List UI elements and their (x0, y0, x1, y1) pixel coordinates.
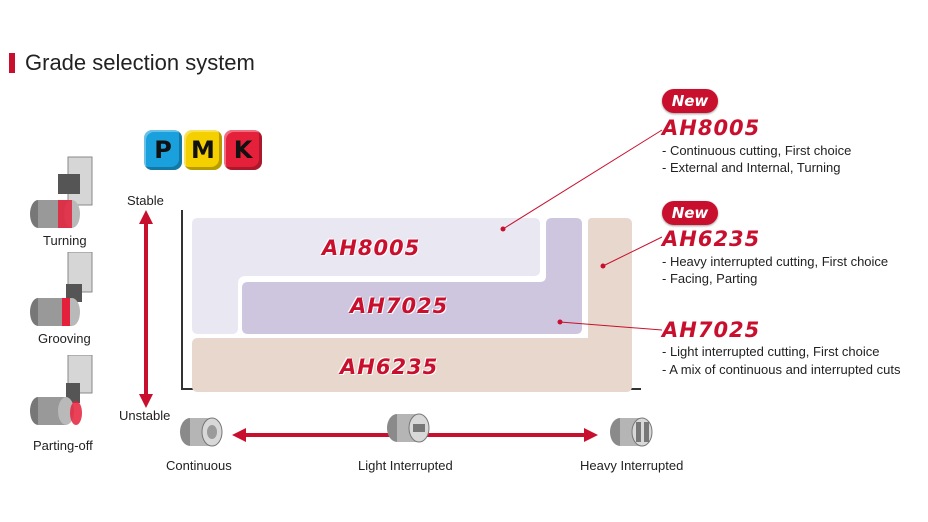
callout-ah6235-line-2: - Facing, Parting (662, 271, 758, 286)
callout-title-ah8005: AH8005 (662, 116, 761, 140)
light-interrupted-workpiece-icon (387, 413, 430, 443)
callout-title-ah6235: AH6235 (662, 227, 761, 251)
unstable-label: Unstable (119, 408, 171, 423)
light-interrupted-label: Light Interrupted (358, 458, 453, 473)
region-ah6235 (192, 218, 632, 392)
heavy-interrupted-workpiece-icon (610, 417, 653, 447)
region-ah8005 (192, 218, 540, 334)
new-badge-ah8005: New (662, 89, 718, 113)
stability-arrow (139, 210, 153, 408)
new-badge-ah6235: New (662, 201, 718, 225)
heavy-interrupted-label: Heavy Interrupted (580, 458, 684, 473)
callout-ah7025-line-1: - Light interrupted cutting, First choic… (662, 344, 880, 359)
material-m-badge: M (184, 130, 222, 170)
callout-title-ah7025: AH7025 (662, 318, 761, 342)
material-k-badge: K (224, 130, 262, 170)
continuous-workpiece-icon (180, 417, 223, 447)
callout-ah7025-line-2: - A mix of continuous and interrupted cu… (662, 362, 901, 377)
chart-y-axis (181, 210, 183, 390)
title-accent-bar (9, 53, 15, 73)
parting-off-tool-icon (30, 355, 93, 425)
operation-label-parting-off: Parting-off (33, 438, 93, 453)
operation-label-grooving: Grooving (38, 331, 91, 346)
grade-label-ah8005: AH8005 (322, 236, 421, 260)
callout-ah6235-line-1: - Heavy interrupted cutting, First choic… (662, 254, 889, 269)
stable-label: Stable (127, 193, 164, 208)
operation-label-turning: Turning (43, 233, 87, 248)
callout-ah8005-line-1: - Continuous cutting, First choice (662, 143, 852, 158)
pmk-material-badges: P M K (144, 130, 262, 170)
callout-ah8005-line-2: - External and Internal, Turning (662, 160, 841, 175)
material-p-badge: P (144, 130, 182, 170)
page-title: Grade selection system (25, 50, 255, 75)
continuous-label: Continuous (166, 458, 232, 473)
grooving-tool-icon (30, 252, 93, 326)
grade-label-ah7025: AH7025 (350, 294, 449, 318)
turning-tool-icon (30, 156, 93, 228)
grade-label-ah6235: AH6235 (340, 355, 439, 379)
grade-regions (192, 218, 632, 392)
region-ah7025 (242, 218, 582, 334)
